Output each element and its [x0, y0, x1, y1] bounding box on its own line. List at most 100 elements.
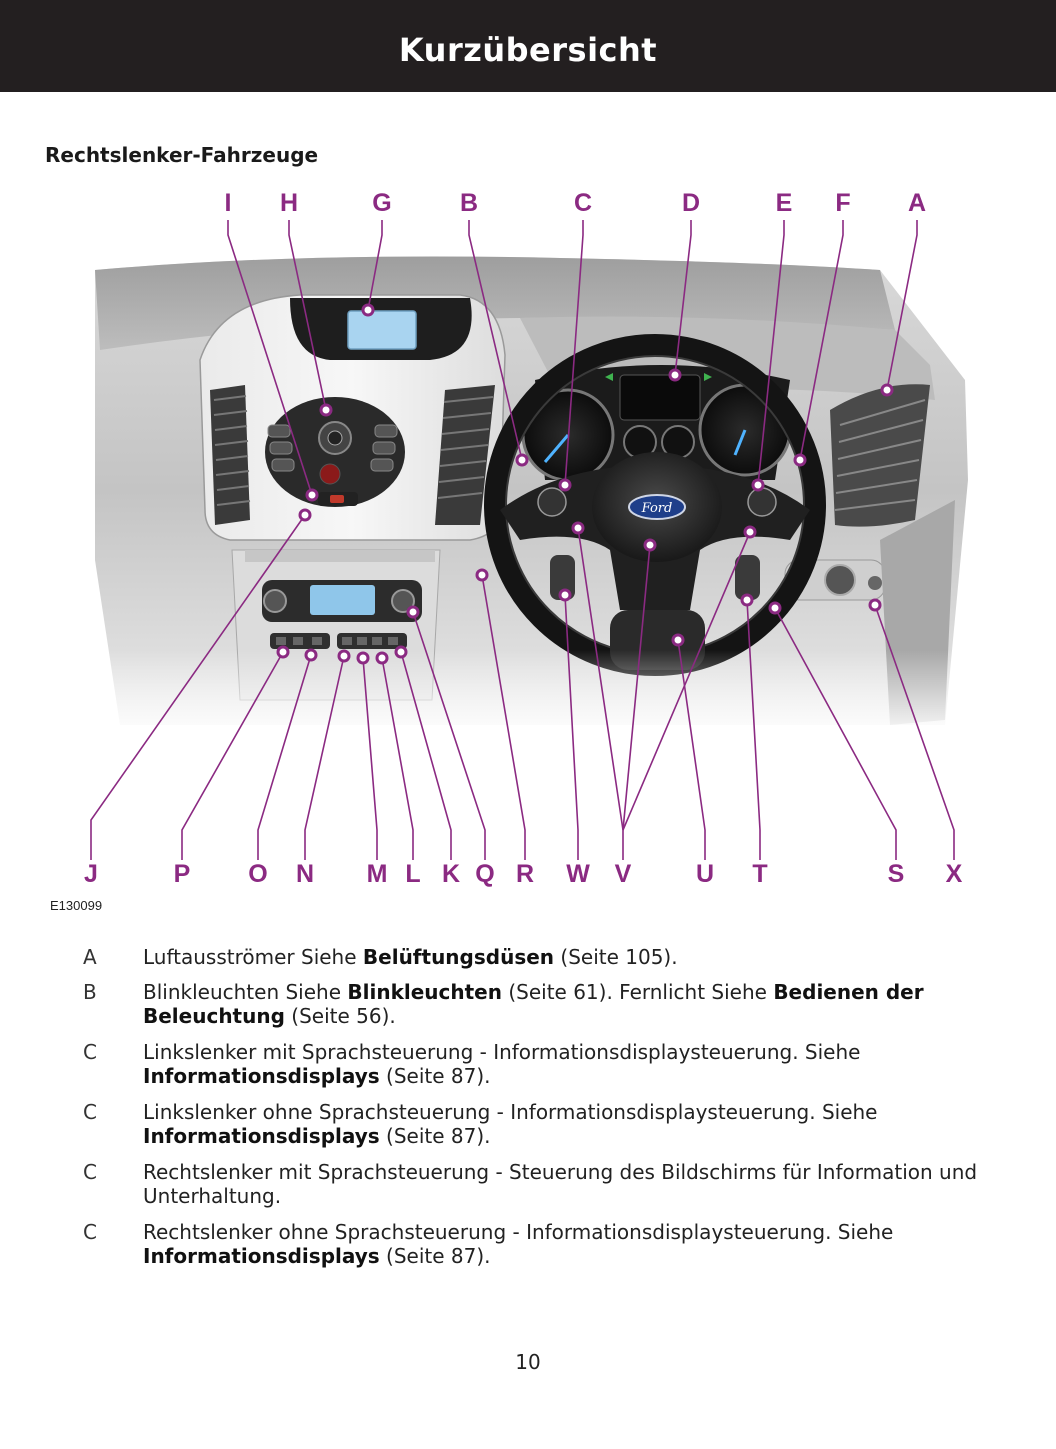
legend-reference: Belüftungsdüsen: [362, 945, 555, 969]
label-A: A: [908, 189, 926, 217]
legend-reference: Informationsdisplays: [143, 1244, 380, 1268]
callout-dot: [668, 368, 682, 382]
legend-key: C: [83, 1160, 97, 1184]
legend-text: Linkslenker ohne Sprachsteuerung - Infor…: [143, 1100, 983, 1148]
legend-segment: Rechtslenker ohne Sprachsteuerung - Info…: [143, 1220, 894, 1244]
callout-line: [677, 639, 706, 860]
page-header: Kurzübersicht: [0, 0, 1056, 92]
callout-dot: [671, 633, 685, 647]
label-R: R: [516, 860, 534, 888]
callout-dot: [743, 525, 757, 539]
legend-segment: (Seite 105).: [554, 945, 678, 969]
callout-line: [400, 651, 452, 860]
legend-text: Linkslenker mit Sprachsteuerung - Inform…: [143, 1040, 983, 1088]
callout-line: [886, 220, 918, 391]
callout-dots: [276, 303, 894, 665]
label-B: B: [460, 189, 478, 217]
legend-text: Rechtslenker ohne Sprachsteuerung - Info…: [143, 1220, 983, 1268]
callout-line: [757, 220, 785, 486]
callout-dot: [394, 645, 408, 659]
legend-segment: Linkslenker mit Sprachsteuerung - Inform…: [143, 1040, 861, 1064]
chapter-title: Kurzübersicht: [398, 31, 658, 69]
legend-segment: (Seite 87).: [379, 1244, 491, 1268]
legend-key: A: [83, 945, 97, 969]
callout-line: [799, 220, 844, 461]
callout-dot: [515, 453, 529, 467]
legend-key: C: [83, 1100, 97, 1124]
page-number: 10: [515, 1350, 541, 1374]
callout-line: [564, 594, 579, 860]
callout-dot: [298, 508, 312, 522]
callout-dot: [375, 651, 389, 665]
legend-text: Rechtslenker mit Sprachsteuerung - Steue…: [143, 1160, 983, 1208]
label-L: L: [405, 860, 420, 888]
callout-dot: [571, 521, 585, 535]
callout-dot: [304, 648, 318, 662]
label-N: N: [296, 860, 314, 888]
callout-line: [181, 651, 284, 860]
label-Q: Q: [475, 860, 494, 888]
callout-line: [227, 220, 313, 496]
label-O: O: [248, 860, 267, 888]
legend-segment: (Seite 56).: [284, 1004, 396, 1028]
label-P: P: [174, 860, 191, 888]
legend-segment: Luftausströmer Siehe: [143, 945, 363, 969]
legend-reference: Informationsdisplays: [143, 1124, 380, 1148]
label-F: F: [835, 189, 850, 217]
callout-line: [874, 604, 955, 860]
callout-line: [381, 657, 414, 860]
legend-segment: (Seite 87).: [379, 1124, 491, 1148]
label-G: G: [372, 189, 391, 217]
callout-dot: [337, 649, 351, 663]
callout-dot: [319, 403, 333, 417]
callout-dot: [305, 488, 319, 502]
callout-dot: [558, 588, 572, 602]
callout-dot: [643, 538, 657, 552]
label-U: U: [696, 860, 714, 888]
legend-segment: (Seite 61). Fernlicht Siehe: [501, 980, 774, 1004]
callout-dot: [356, 651, 370, 665]
legend-key: B: [83, 980, 97, 1004]
callout-line: [90, 514, 306, 860]
legend-text: Luftausströmer Siehe Belüftungsdüsen (Se…: [143, 945, 983, 969]
legend-segment: (Seite 87).: [379, 1064, 491, 1088]
callout-dot: [793, 453, 807, 467]
callout-dot: [558, 478, 572, 492]
label-S: S: [888, 860, 905, 888]
callout-line: [622, 544, 651, 831]
legend-reference: Blinkleuchten: [347, 980, 502, 1004]
label-T: T: [752, 860, 767, 888]
label-E: E: [776, 189, 793, 217]
callout-line: [362, 657, 378, 860]
callout-dot: [880, 383, 894, 397]
label-J: J: [84, 860, 98, 888]
label-W: W: [566, 860, 590, 888]
label-X: X: [946, 860, 963, 888]
dashboard-diagram: Ford I H G B C D E F A J P O N M L K Q R…: [80, 189, 980, 888]
label-C: C: [574, 189, 592, 217]
dashboard-illustration: Ford: [80, 256, 980, 740]
callout-line: [674, 220, 692, 376]
legend-segment: Rechtslenker mit Sprachsteuerung - Steue…: [143, 1160, 978, 1208]
legend-segment: Linkslenker ohne Sprachsteuerung - Infor…: [143, 1100, 878, 1124]
callout-line: [288, 220, 327, 411]
callout-dot: [406, 605, 420, 619]
callout-line: [468, 220, 523, 461]
info-screen: [347, 310, 417, 350]
callout-line: [257, 654, 312, 860]
callout-line: [304, 655, 345, 860]
label-M: M: [367, 860, 388, 888]
legend-reference: Bedienen der Beleuchtung: [143, 980, 924, 1028]
callout-line: [367, 220, 383, 311]
legend-segment: Blinkleuchten Siehe: [143, 980, 348, 1004]
legend-key: C: [83, 1220, 97, 1244]
label-H: H: [280, 189, 298, 217]
label-I: I: [225, 189, 232, 217]
callout-dot: [740, 593, 754, 607]
section-title: Rechtslenker-Fahrzeuge: [45, 143, 319, 167]
callout-line: [564, 220, 584, 486]
callout-line: [774, 607, 897, 860]
callout-dot: [868, 598, 882, 612]
callout-dot: [361, 303, 375, 317]
label-V: V: [615, 860, 632, 888]
